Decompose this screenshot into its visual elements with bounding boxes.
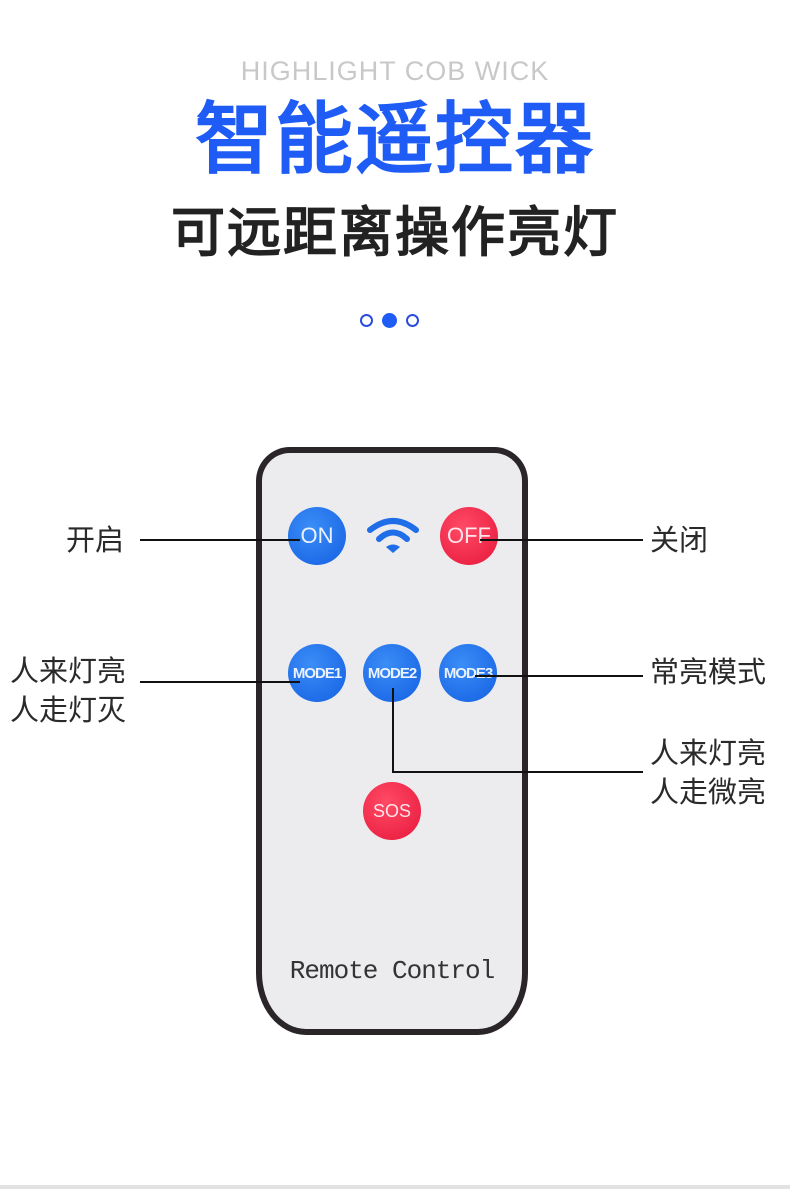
remote-label: Remote Control <box>289 956 495 986</box>
mode1-button[interactable]: MODE1 <box>288 644 346 702</box>
callout-on: 开启 <box>66 523 125 557</box>
callout-mode1-line2: 人走灯灭 <box>10 693 127 727</box>
subtitle-english: HIGHLIGHT COB WICK <box>240 56 550 86</box>
callout-mode2-line2: 人走微亮 <box>650 775 767 809</box>
pager-dot[interactable] <box>360 314 373 327</box>
page-title: 智能遥控器 <box>194 95 595 185</box>
callout-line-mode3 <box>475 675 643 677</box>
callout-mode3: 常亮模式 <box>650 655 767 689</box>
page-subtitle: 可远距离操作亮灯 <box>171 201 619 264</box>
callout-line-on <box>140 539 300 541</box>
callout-line-mode2-vertical <box>392 688 394 772</box>
on-button[interactable]: ON <box>288 507 346 565</box>
callout-off: 关闭 <box>650 523 709 557</box>
callout-line-mode1 <box>140 681 300 683</box>
wifi-icon <box>364 514 422 556</box>
mode3-button[interactable]: MODE3 <box>439 644 497 702</box>
carousel-pager <box>360 313 419 328</box>
off-button[interactable]: OFF <box>440 507 498 565</box>
callout-mode1-line1: 人来灯亮 <box>10 654 127 688</box>
callout-line-mode2 <box>392 771 643 773</box>
sos-button[interactable]: SOS <box>363 782 421 840</box>
callout-mode2-line1: 人来灯亮 <box>650 736 767 770</box>
bottom-divider <box>0 1185 790 1189</box>
pager-dot-active[interactable] <box>382 313 397 328</box>
pager-dot[interactable] <box>406 314 419 327</box>
callout-line-off <box>480 539 643 541</box>
